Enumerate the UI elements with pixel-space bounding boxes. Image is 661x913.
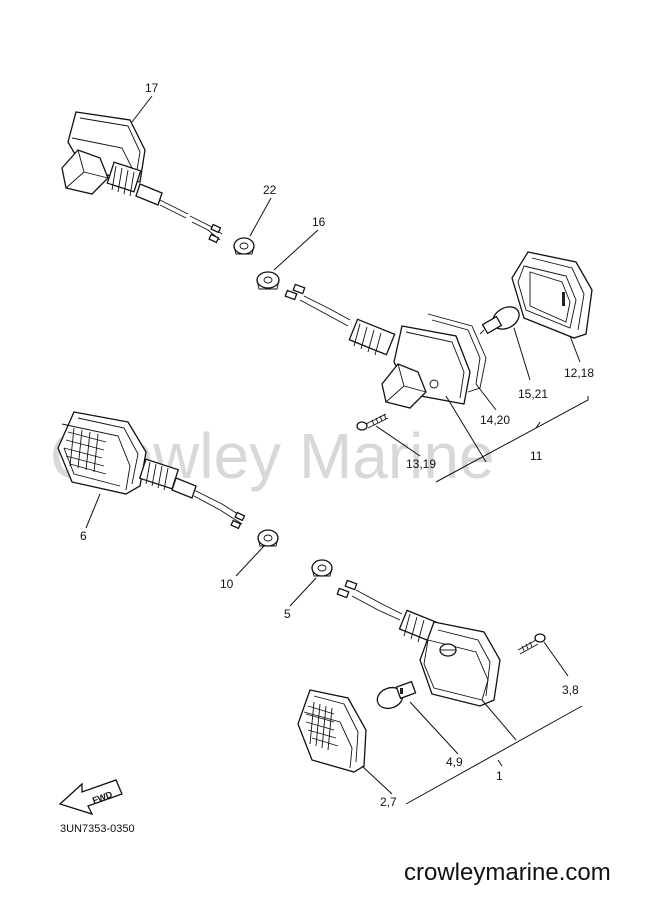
leader-lines (85, 95, 589, 805)
nut-5 (311, 559, 333, 577)
fwd-arrow: FWD (58, 779, 123, 816)
label-16: 16 (312, 215, 326, 229)
turn-signal-1 (336, 579, 501, 707)
label-4-9: 4,9 (446, 755, 463, 769)
label-13-19: 13,19 (406, 457, 436, 471)
screw-3-8 (517, 633, 546, 655)
label-17: 17 (145, 81, 159, 95)
diagram-code: 3UN7353-0350 (60, 823, 135, 835)
screw-13-19 (356, 413, 389, 431)
label-22: 22 (263, 183, 277, 197)
label-2-7: 2,7 (380, 795, 397, 809)
turn-signal-6 (57, 411, 246, 530)
turn-signal-17 (61, 111, 223, 244)
site-name: crowleymarine.com (404, 859, 611, 886)
label-6: 6 (80, 529, 87, 543)
part-labels: 17 22 16 12,18 15,21 14,20 11 13,19 6 10… (80, 81, 594, 809)
label-14-20: 14,20 (480, 413, 510, 427)
bulb-4-9 (376, 680, 417, 710)
label-11: 11 (530, 449, 543, 463)
nut-22 (233, 237, 255, 255)
turn-signal-11 (284, 283, 487, 409)
bulb-15-21 (479, 306, 520, 335)
nut-10 (257, 529, 279, 547)
lens-12-18 (511, 251, 593, 339)
lens-2-7 (297, 689, 367, 773)
label-1: 1 (496, 769, 503, 783)
nut-16 (256, 271, 280, 290)
label-5: 5 (284, 607, 291, 621)
label-10: 10 (220, 577, 234, 591)
label-15-21: 15,21 (518, 387, 548, 401)
label-12-18: 12,18 (564, 366, 594, 380)
label-3-8: 3,8 (562, 683, 579, 697)
